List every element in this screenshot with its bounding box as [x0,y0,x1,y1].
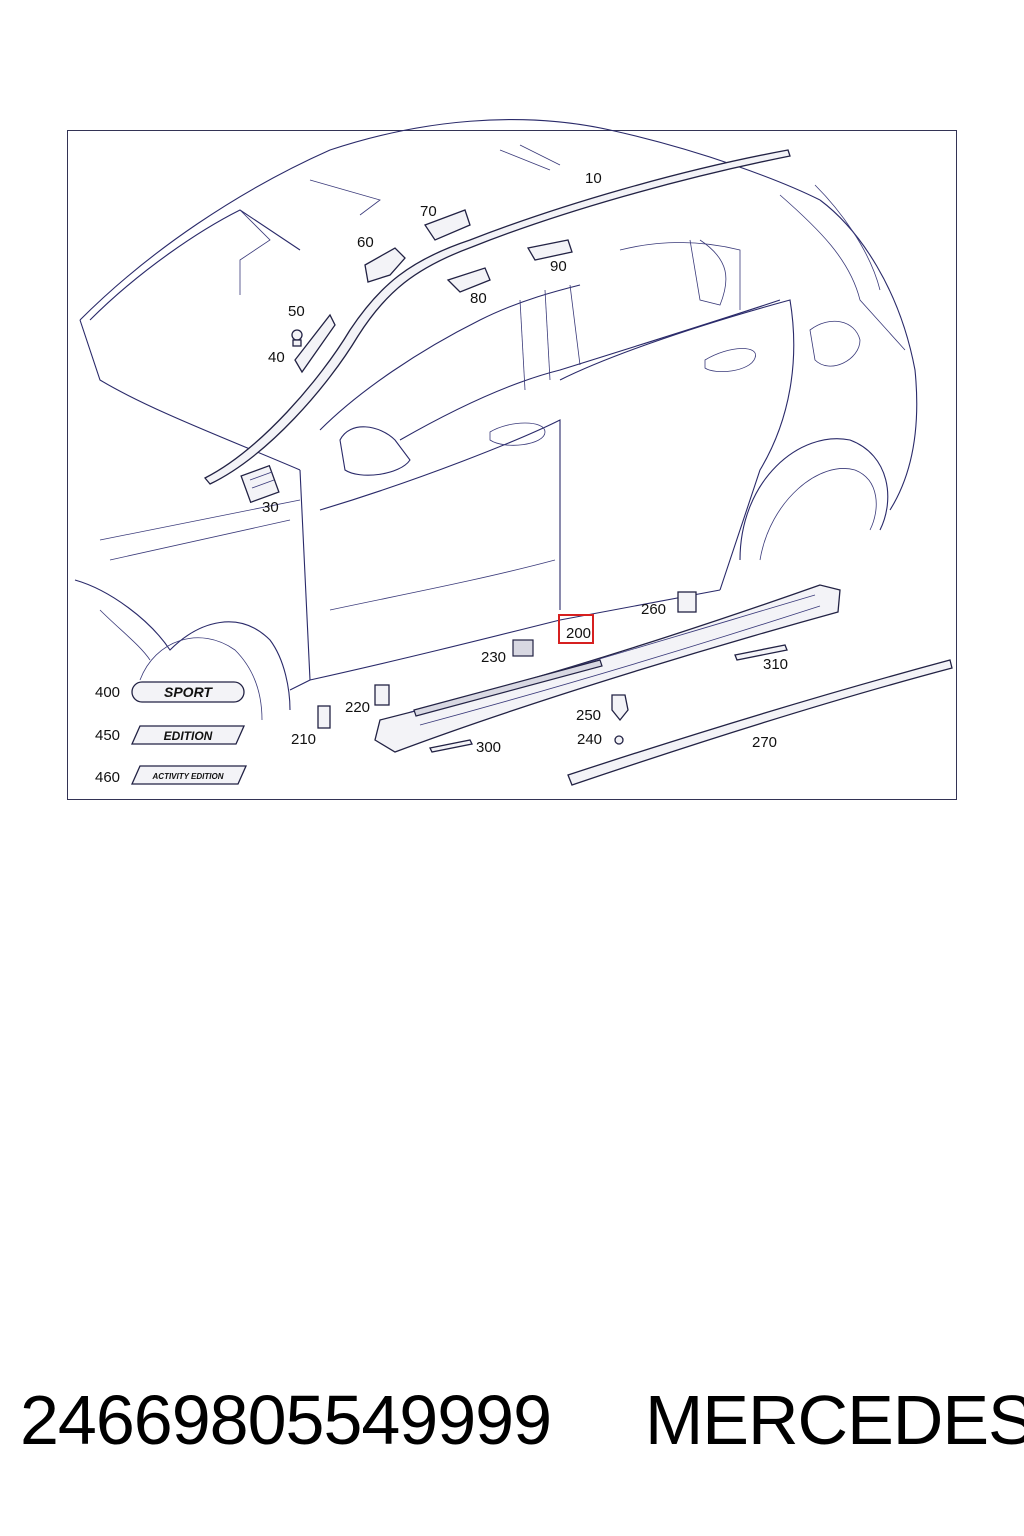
callout-90: 90 [550,258,567,275]
side-sill-panel-part[interactable] [374,584,841,753]
callout-270: 270 [752,734,777,751]
callout-60: 60 [357,234,374,251]
svg-text:ACTIVITY EDITION: ACTIVITY EDITION [152,772,224,781]
clip-30[interactable] [240,464,280,504]
emblem-sport[interactable]: SPORT [131,681,245,703]
part-number: 24669805549999 [20,1381,552,1459]
callout-labels: 10 30 40 50 60 70 80 90 200 210 220 230 … [95,170,788,786]
clip-220[interactable] [374,684,390,706]
callout-460: 460 [95,769,120,786]
callout-10: 10 [585,170,602,187]
callout-400: 400 [95,684,120,701]
callout-450: 450 [95,727,120,744]
brand-name: MERCEDES [645,1381,1024,1459]
callout-200: 200 [566,625,591,642]
callout-220: 220 [345,699,370,716]
callout-250: 250 [576,707,601,724]
callout-260: 260 [641,601,666,618]
roof-moulding-part[interactable] [203,149,791,485]
bracket-310[interactable] [734,644,788,661]
clip-250[interactable] [611,694,629,722]
callout-300: 300 [476,739,501,756]
callout-210: 210 [291,731,316,748]
clip-260[interactable] [677,591,697,613]
footer: 24669805549999 MERCEDES [20,1380,1024,1460]
clip-70[interactable] [424,209,471,241]
bracket-300[interactable] [429,739,473,753]
highlighted-part-box[interactable] [558,614,594,644]
clip-60[interactable] [364,247,406,283]
screw-240[interactable] [614,735,624,745]
car-outline [74,119,918,721]
clip-230[interactable] [512,639,534,657]
callout-40: 40 [268,349,285,366]
callout-70: 70 [420,203,437,220]
callout-310: 310 [763,656,788,673]
callout-50: 50 [288,303,305,320]
clip-50[interactable] [291,329,303,347]
clip-80[interactable] [446,267,491,293]
clip-90[interactable] [526,239,573,261]
callout-240: 240 [577,731,602,748]
clip-210[interactable] [317,705,331,729]
callout-80: 80 [470,290,487,307]
emblem-activity-edition[interactable]: ACTIVITY EDITION [130,765,248,785]
emblem-edition[interactable]: EDITION [130,725,246,745]
callout-230: 230 [481,649,506,666]
svg-text:EDITION: EDITION [164,729,213,743]
svg-text:SPORT: SPORT [164,684,213,700]
callout-30: 30 [262,499,279,516]
trim-strip-part[interactable] [567,659,953,786]
clip-40[interactable] [294,313,336,374]
